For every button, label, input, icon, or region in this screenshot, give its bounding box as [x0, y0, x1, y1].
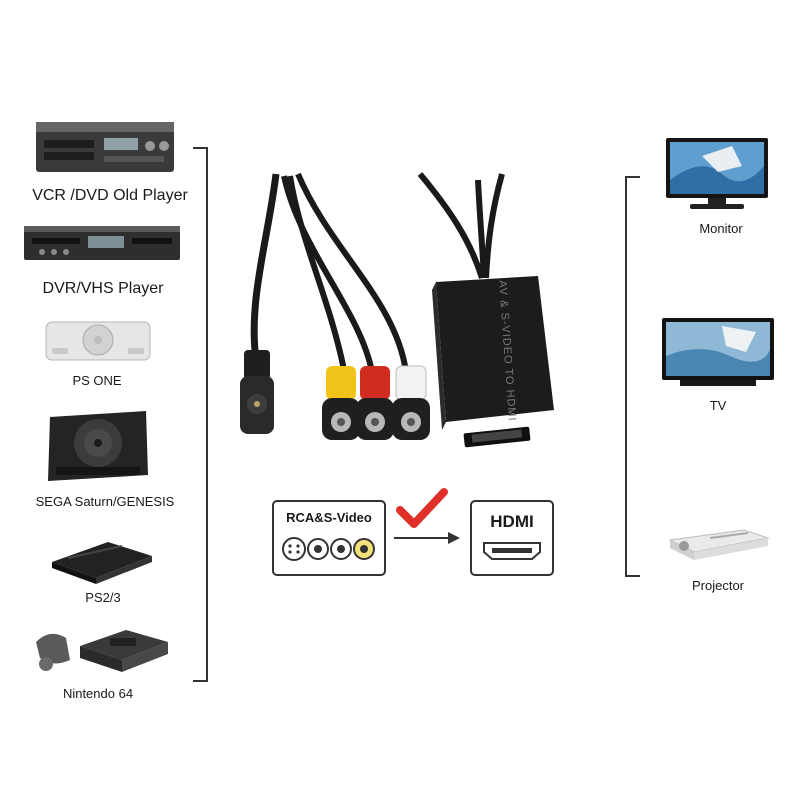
dvr-vhs-player-image — [24, 226, 180, 260]
ps2-ps3-console-image — [52, 542, 152, 584]
source-label-sega: SEGA Saturn/GENESIS — [35, 494, 175, 509]
output-port-title: HDMI — [490, 512, 534, 531]
input-ports-title: RCA&S-Video — [286, 510, 372, 525]
ps-one-console-image — [45, 321, 151, 361]
hdmi-port-icon — [483, 542, 541, 560]
input-ports-icon — [282, 537, 375, 561]
monitor-image — [666, 138, 768, 209]
check-mark-icon — [396, 488, 448, 528]
source-label-ps23: PS2/3 — [85, 590, 121, 605]
display-label-projector: Projector — [691, 578, 745, 593]
av-to-hdmi-converter-image — [240, 172, 554, 448]
source-label-ps-one: PS ONE — [72, 373, 122, 388]
source-label-dvr-vhs: DVR/VHS Player — [42, 280, 164, 297]
nintendo-64-console-image — [36, 630, 168, 672]
source-label-n64: Nintendo 64 — [62, 686, 134, 701]
sega-saturn-console-image — [48, 411, 148, 481]
arrow-right-icon — [394, 532, 460, 544]
tv-image — [662, 318, 774, 386]
vcr-dvd-player-image — [36, 122, 174, 172]
sources-bracket — [193, 147, 208, 682]
displays-bracket — [625, 176, 640, 577]
display-label-monitor: Monitor — [699, 221, 743, 236]
output-port-box: HDMI — [470, 500, 554, 576]
input-ports-box: RCA&S-Video — [272, 500, 386, 576]
source-label-vcr-dvd: VCR /DVD Old Player — [32, 187, 188, 204]
display-label-tv: TV — [709, 398, 727, 413]
projector-image — [668, 529, 770, 560]
